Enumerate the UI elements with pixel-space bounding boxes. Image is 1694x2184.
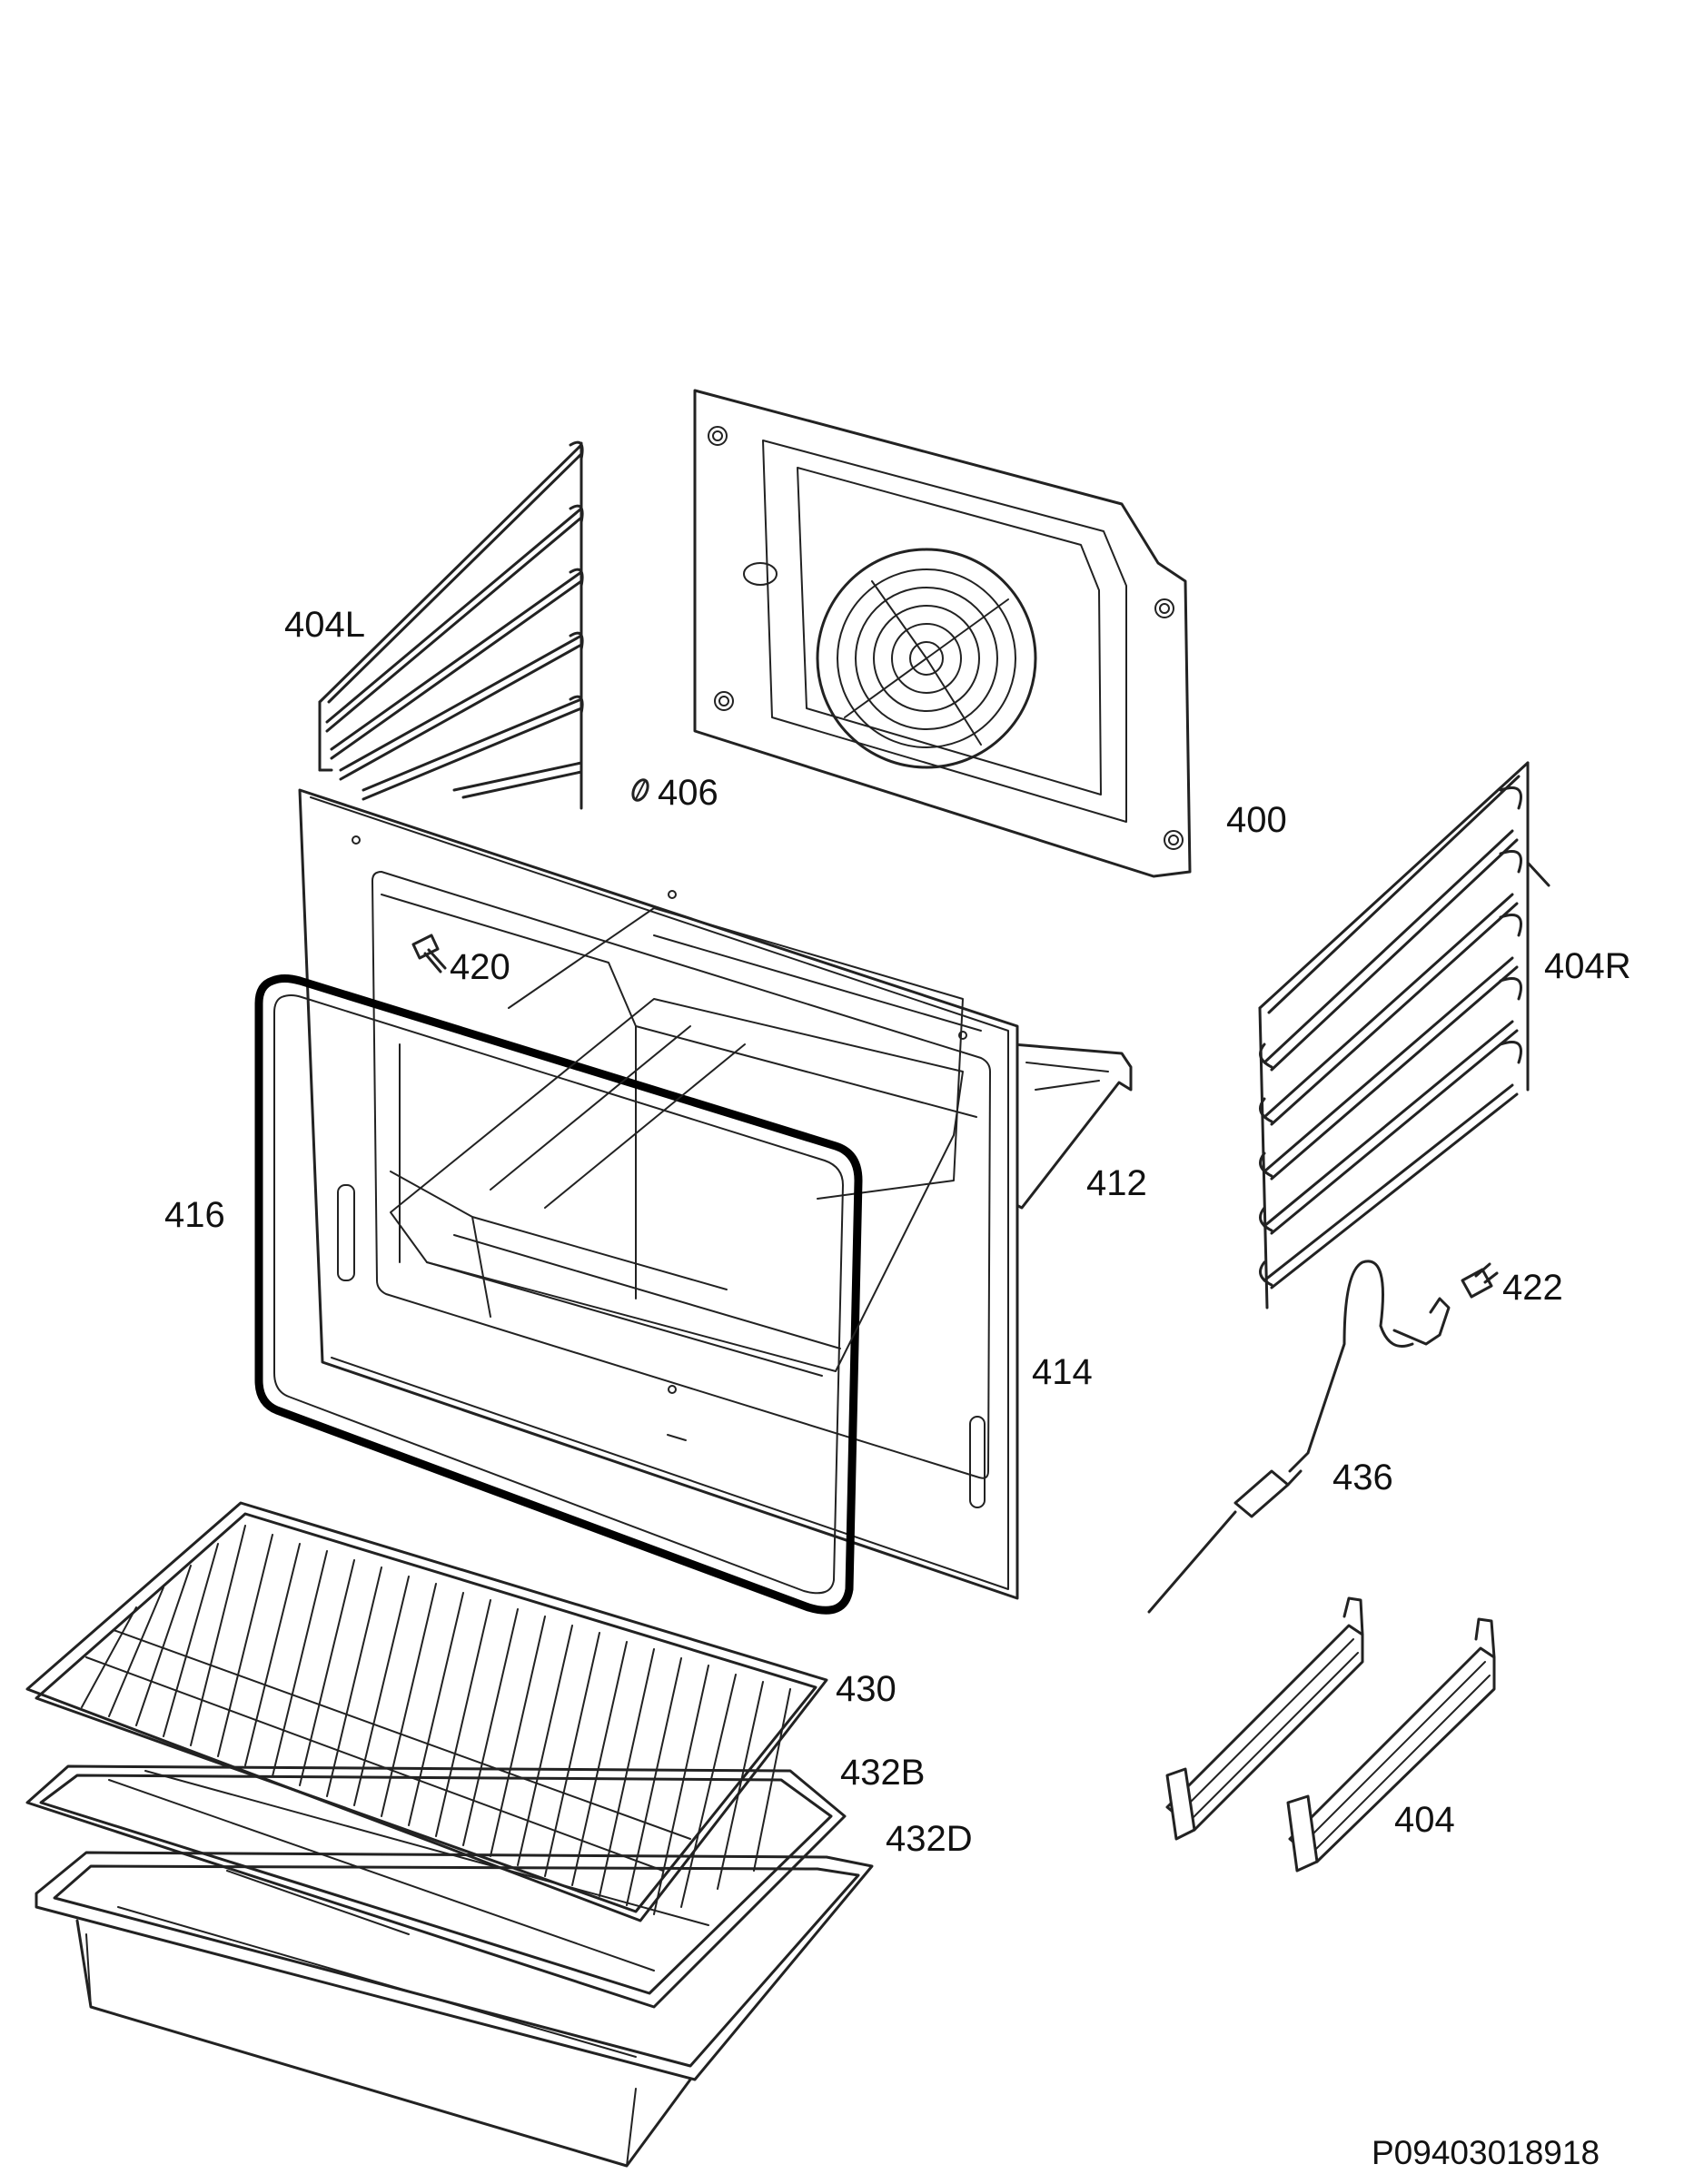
part-404-runners bbox=[1165, 1596, 1496, 1873]
part-400-rear-panel bbox=[693, 389, 1192, 878]
part-404L-left-rails bbox=[318, 440, 584, 810]
label-414: 414 bbox=[1032, 1352, 1093, 1392]
label-404: 404 bbox=[1394, 1800, 1455, 1840]
part-406-screw bbox=[631, 778, 649, 802]
label-422: 422 bbox=[1502, 1268, 1563, 1308]
part-422-connector bbox=[1461, 1262, 1499, 1299]
part-432B-shallow-tray bbox=[25, 1764, 847, 2009]
label-412: 412 bbox=[1086, 1163, 1147, 1203]
label-432D: 432D bbox=[886, 1819, 973, 1859]
part-404R-right-rails bbox=[1258, 761, 1550, 1309]
label-400: 400 bbox=[1226, 800, 1287, 840]
label-404L: 404L bbox=[284, 605, 365, 645]
label-406: 406 bbox=[658, 773, 718, 813]
part-420-screw bbox=[411, 934, 447, 973]
part-432D-deep-tray bbox=[35, 1851, 874, 2168]
part-436-probe bbox=[1147, 1260, 1451, 1614]
label-436: 436 bbox=[1332, 1458, 1393, 1497]
label-416: 416 bbox=[164, 1195, 225, 1235]
part-430-wire-rack bbox=[25, 1501, 828, 1922]
cavity-inner-rack bbox=[390, 998, 964, 1377]
label-430: 430 bbox=[836, 1669, 897, 1709]
label-420: 420 bbox=[450, 947, 510, 987]
part-416-gasket bbox=[254, 974, 863, 1615]
label-432B: 432B bbox=[840, 1753, 926, 1793]
part-414-front-frame bbox=[298, 788, 1019, 1600]
drawing-code: P09403018918 bbox=[1372, 2134, 1600, 2171]
label-404R: 404R bbox=[1544, 946, 1631, 986]
